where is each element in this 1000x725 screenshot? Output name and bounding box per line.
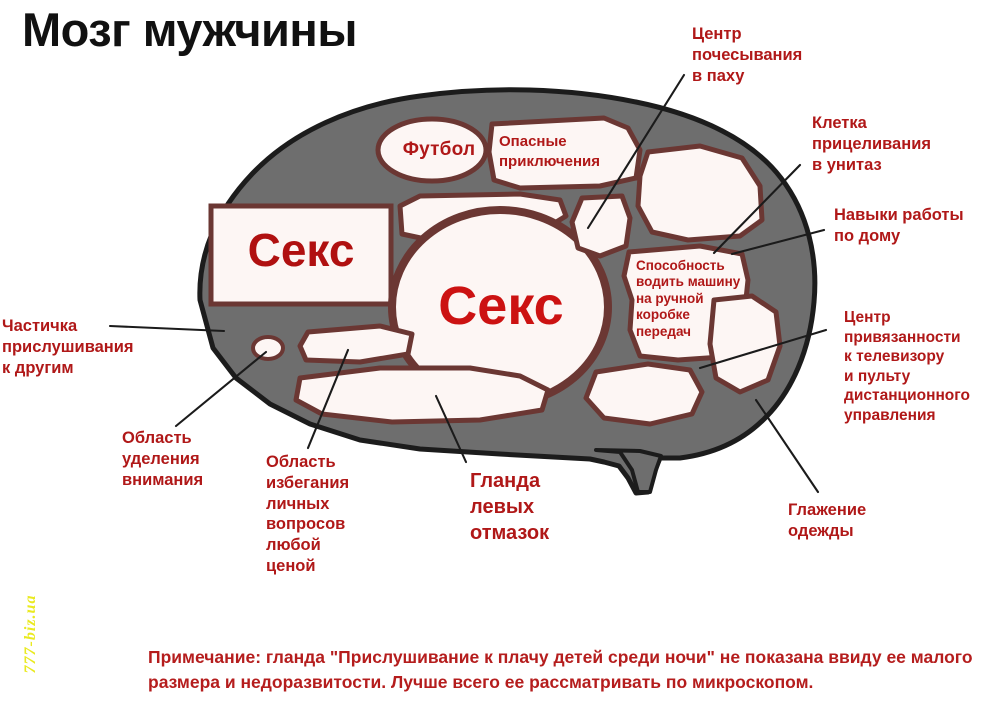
leader-pochesyvanie xyxy=(586,73,686,230)
leader-glanda xyxy=(434,394,468,464)
region-label-seks-left: Секс xyxy=(247,224,355,276)
region-udelenie-dot xyxy=(251,335,285,361)
callout-label-televizor: Центр привязанности к телевизору и пульт… xyxy=(844,309,970,424)
leader-glazhenie xyxy=(754,398,820,494)
callout-label-pochesyvanie: Центр почесывания в паху xyxy=(692,25,803,85)
region-lower-bulge xyxy=(583,361,705,427)
region-izbeganie-band xyxy=(297,323,415,365)
leader-prislushivanie xyxy=(108,324,226,333)
callout-label-glazhenie: Глажение одежды xyxy=(788,501,867,540)
brainstem-shape xyxy=(594,448,663,494)
region-pocesyvanie-target xyxy=(569,193,633,259)
region-label-seks-center: Секс xyxy=(438,276,564,336)
callout-label-prislushivanie: Частичка прислушивания к другим xyxy=(2,317,134,377)
region-label-sposobnost: Способность водить машину на ручной коро… xyxy=(636,258,741,339)
region-right-edge xyxy=(707,293,783,395)
footnote-text: Примечание: гланда "Прислушивание к плач… xyxy=(148,647,973,692)
region-upper-right xyxy=(635,143,765,243)
leader-unitaz xyxy=(712,163,802,255)
callout-label-glanda: Гланда левых отмазок xyxy=(470,470,550,544)
region-label-futbol: Футбол xyxy=(402,139,476,160)
page-title: Мозг мужчины xyxy=(22,3,357,56)
leader-televizor xyxy=(698,328,828,370)
region-seks-left xyxy=(208,203,394,307)
region-glanda xyxy=(293,365,551,425)
callout-label-udelenie: Область уделения внимания xyxy=(122,429,204,489)
region-futbol xyxy=(375,116,489,184)
leader-navyki xyxy=(730,228,826,256)
callout-label-unitaz: Клетка прицеливания в унитаз xyxy=(812,114,931,174)
region-label-opasnye: Опасные приключения xyxy=(499,133,600,170)
leader-udelenie xyxy=(174,350,268,428)
leader-lines xyxy=(108,73,828,494)
watermark: 777-biz.ua xyxy=(22,594,39,674)
leader-izbeganie xyxy=(306,348,350,450)
callout-label-navyki-doma: Навыки работы по дому xyxy=(834,206,964,245)
callout-label-izbeganie: Область избегания личных вопросов любой … xyxy=(266,453,350,575)
